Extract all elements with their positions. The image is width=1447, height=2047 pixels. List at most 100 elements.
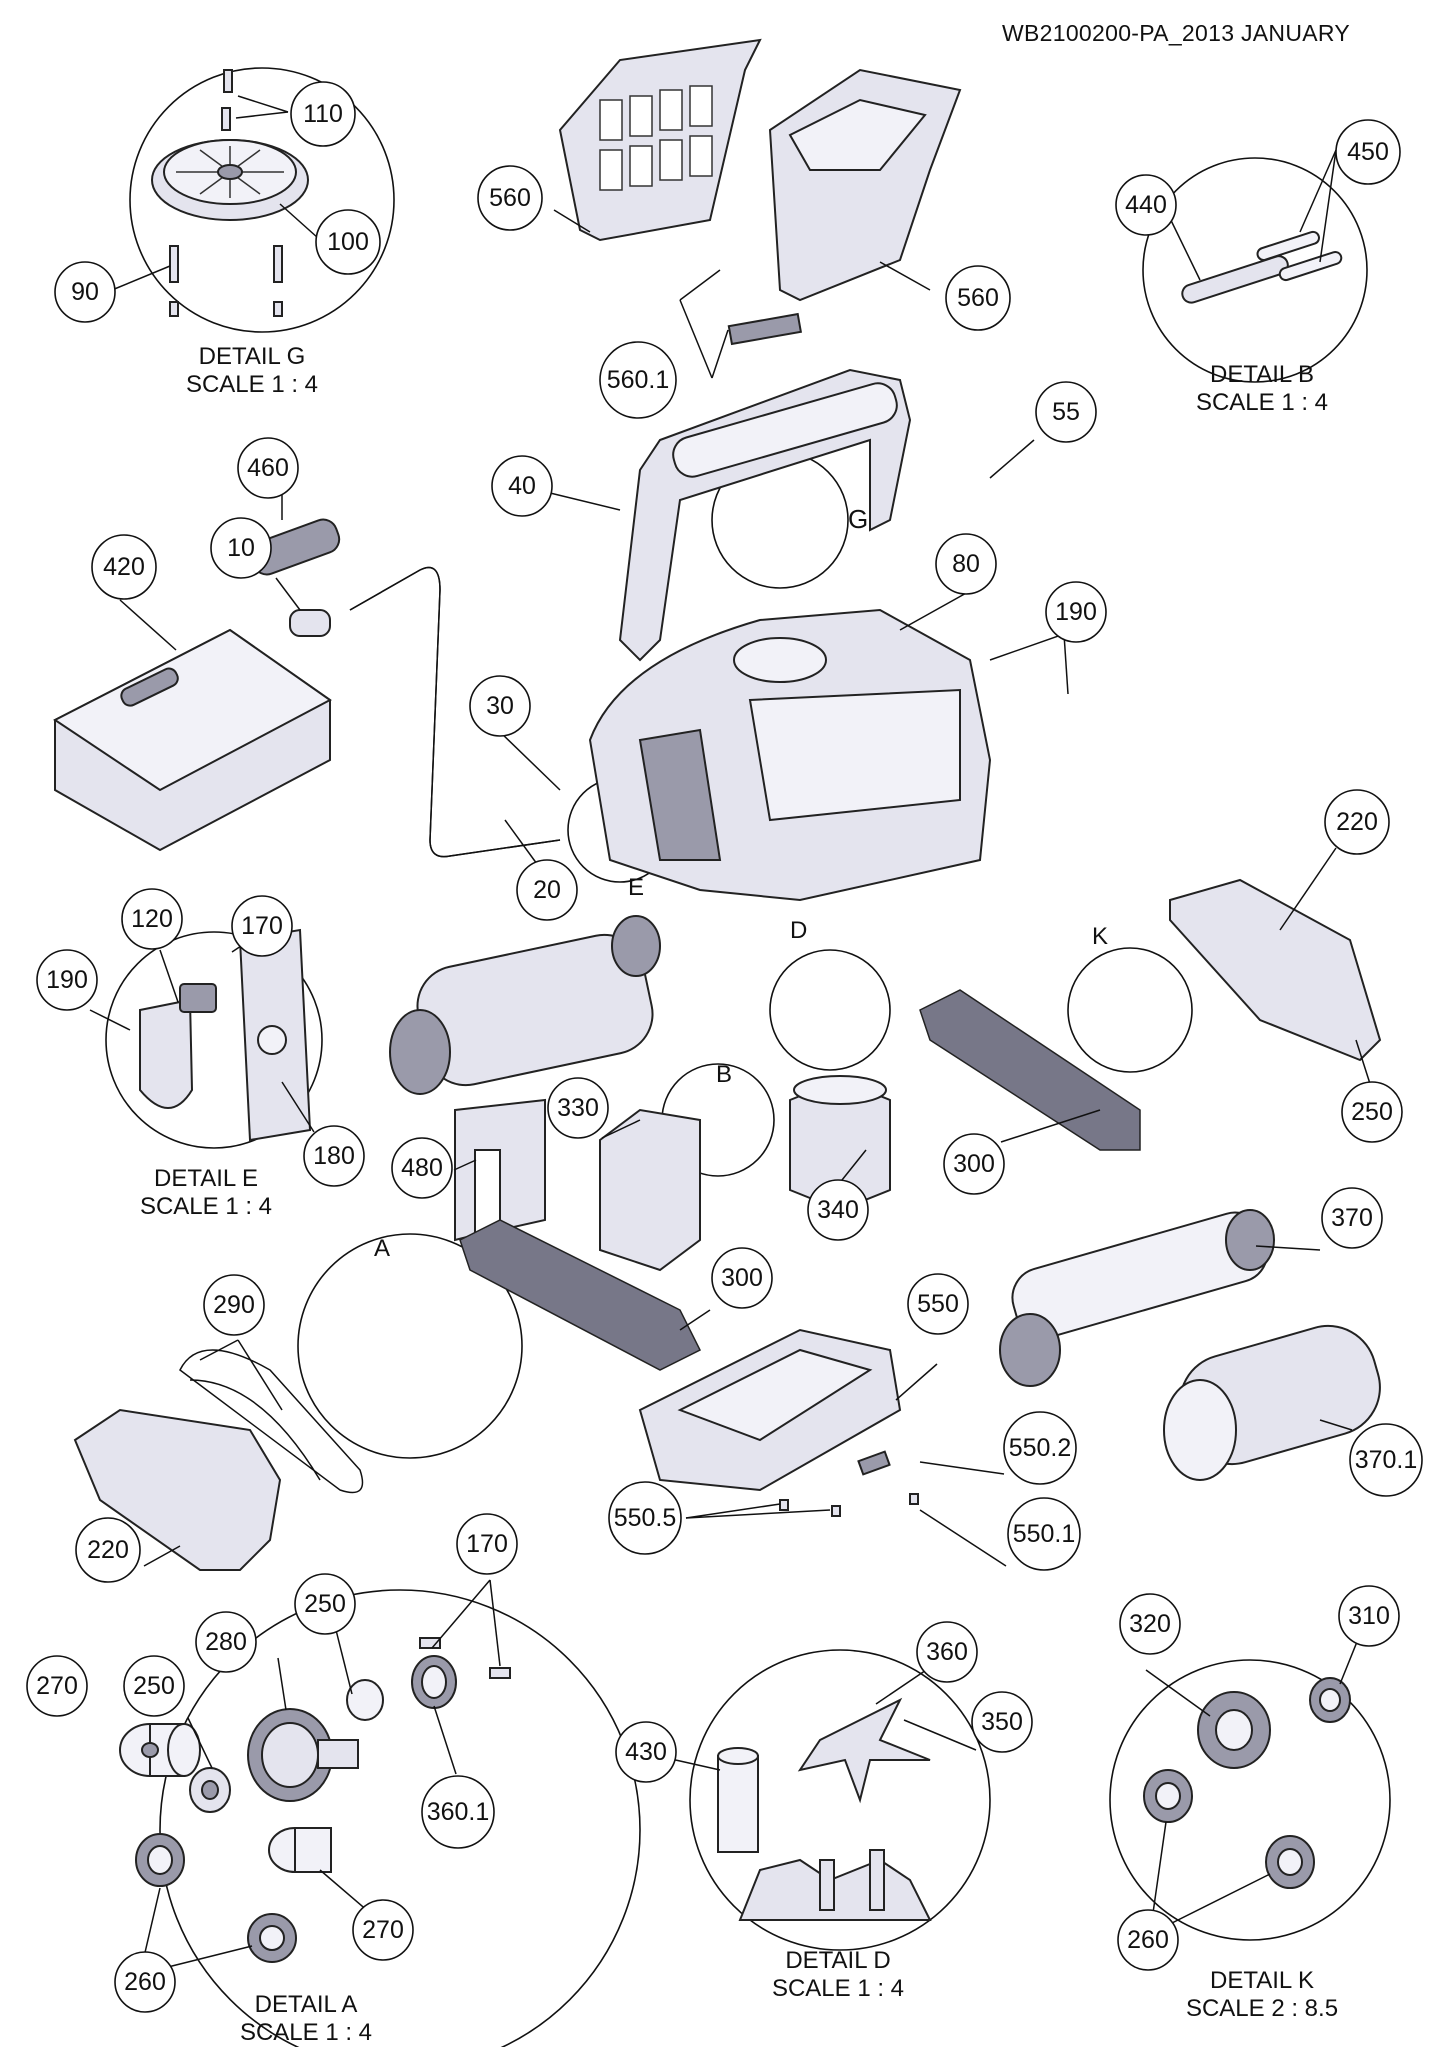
callout-110: 110: [290, 81, 356, 147]
callout-30: 30: [469, 675, 531, 737]
svg-text:460: 460: [247, 454, 289, 482]
callout-290: 290: [203, 1274, 265, 1336]
detail-b-marker: B: [716, 1061, 732, 1088]
svg-text:120: 120: [131, 905, 173, 933]
detail-d-scale: SCALE 1 : 4: [772, 1975, 904, 2002]
detail-b: DETAIL B SCALE 1 : 4: [1142, 157, 1368, 416]
callout-300-left: 300: [711, 1247, 773, 1309]
svg-text:340: 340: [817, 1196, 859, 1224]
callout-550: 550: [907, 1273, 969, 1335]
detail-k-scale: SCALE 2 : 8.5: [1186, 1995, 1338, 2022]
callout-450: 450: [1335, 119, 1401, 185]
detail-e-marker: E: [628, 874, 644, 901]
callout-320: 320: [1119, 1593, 1181, 1655]
svg-text:450: 450: [1347, 138, 1389, 166]
callout-220-right: 220: [1324, 789, 1390, 855]
callout-420: 420: [91, 534, 157, 600]
callout-480: 480: [391, 1137, 453, 1199]
detail-b-scale: SCALE 1 : 4: [1196, 389, 1328, 416]
callout-100: 100: [315, 209, 381, 275]
svg-text:360.1: 360.1: [427, 1798, 490, 1826]
svg-text:250: 250: [133, 1672, 175, 1700]
svg-text:290: 290: [213, 1291, 255, 1319]
svg-text:55: 55: [1052, 398, 1080, 426]
detail-d-marker: D: [790, 917, 807, 944]
callout-350: 350: [971, 1691, 1033, 1753]
callout-300-right: 300: [943, 1133, 1005, 1195]
svg-text:270: 270: [36, 1672, 78, 1700]
detail-d: DETAIL D SCALE 1 : 4: [689, 1649, 991, 2002]
detail-k: DETAIL K SCALE 2 : 8.5: [1109, 1659, 1391, 2022]
svg-text:560: 560: [957, 284, 999, 312]
svg-text:40: 40: [508, 472, 536, 500]
svg-text:440: 440: [1125, 191, 1167, 219]
callout-220-left: 220: [75, 1517, 141, 1583]
detail-e-scale: SCALE 1 : 4: [140, 1193, 272, 1220]
document-id: WB2100200-PA_2013 JANUARY: [1002, 20, 1351, 46]
svg-text:100: 100: [327, 228, 369, 256]
svg-text:560.1: 560.1: [607, 366, 670, 394]
svg-text:20: 20: [533, 876, 561, 904]
svg-text:260: 260: [1127, 1926, 1169, 1954]
detail-e-title: DETAIL E: [154, 1165, 258, 1192]
callout-560-left: 560: [477, 165, 543, 231]
callout-80: 80: [935, 533, 997, 595]
svg-text:420: 420: [103, 553, 145, 581]
callout-190-detail-e: 190: [36, 949, 98, 1011]
callout-90: 90: [54, 261, 116, 323]
callout-280: 280: [195, 1611, 257, 1673]
svg-text:550.2: 550.2: [1009, 1434, 1072, 1462]
detail-g-title: DETAIL G: [199, 343, 306, 370]
impeller-cover: [454, 1098, 546, 1242]
callout-460: 460: [237, 437, 299, 499]
callout-370: 370: [1321, 1187, 1383, 1249]
belts: [179, 1349, 364, 1494]
callout-560-right: 560: [945, 265, 1011, 331]
callout-270-detail-a-left: 270: [26, 1655, 88, 1717]
callout-550-1: 550.1: [1007, 1497, 1081, 1571]
brush-roller-front: [389, 915, 661, 1095]
detail-g-marker: G: [848, 504, 868, 534]
svg-text:110: 110: [303, 100, 343, 128]
detail-a: DETAIL A SCALE 1 : 4: [119, 1589, 641, 2047]
callout-440: 440: [1115, 174, 1177, 236]
motor-unit: [599, 1075, 891, 1272]
callout-190-main: 190: [1045, 581, 1107, 643]
svg-text:250: 250: [1351, 1098, 1393, 1126]
callout-430: 430: [615, 1721, 677, 1783]
detail-a-scale: SCALE 1 : 4: [240, 2019, 372, 2046]
svg-text:370.1: 370.1: [1355, 1446, 1418, 1474]
svg-text:350: 350: [981, 1708, 1023, 1736]
svg-text:90: 90: [71, 278, 99, 306]
svg-text:220: 220: [87, 1536, 129, 1564]
svg-text:220: 220: [1336, 808, 1378, 836]
svg-text:280: 280: [205, 1628, 247, 1656]
svg-text:550: 550: [917, 1290, 959, 1318]
callout-250-right: 250: [1341, 1081, 1403, 1143]
callout-310: 310: [1338, 1585, 1400, 1647]
callout-170-detail-e: 170: [231, 895, 293, 957]
svg-text:270: 270: [362, 1916, 404, 1944]
handle: [618, 368, 912, 662]
callout-260-detail-k: 260: [1117, 1909, 1179, 1971]
svg-text:550.5: 550.5: [614, 1504, 677, 1532]
svg-text:300: 300: [721, 1264, 763, 1292]
detail-k-title: DETAIL K: [1210, 1967, 1314, 1994]
track-right: [919, 989, 1141, 1151]
detail-k-marker-circle: [1067, 947, 1193, 1073]
callout-55: 55: [1035, 381, 1097, 443]
svg-text:360: 360: [926, 1638, 968, 1666]
callout-120: 120: [121, 888, 183, 950]
svg-text:320: 320: [1129, 1610, 1171, 1638]
callout-330: 330: [547, 1077, 609, 1139]
callout-360: 360: [916, 1621, 978, 1683]
detail-g-scale: SCALE 1 : 4: [186, 371, 318, 398]
detail-d-marker-circle: [769, 949, 891, 1071]
detail-a-marker-circle: [297, 1233, 523, 1459]
track-left: [459, 1219, 702, 1371]
callout-250-detail-a-left: 250: [123, 1655, 185, 1717]
svg-text:550.1: 550.1: [1013, 1520, 1076, 1548]
detail-k-marker: K: [1092, 923, 1108, 950]
callout-370-1: 370.1: [1349, 1423, 1423, 1497]
